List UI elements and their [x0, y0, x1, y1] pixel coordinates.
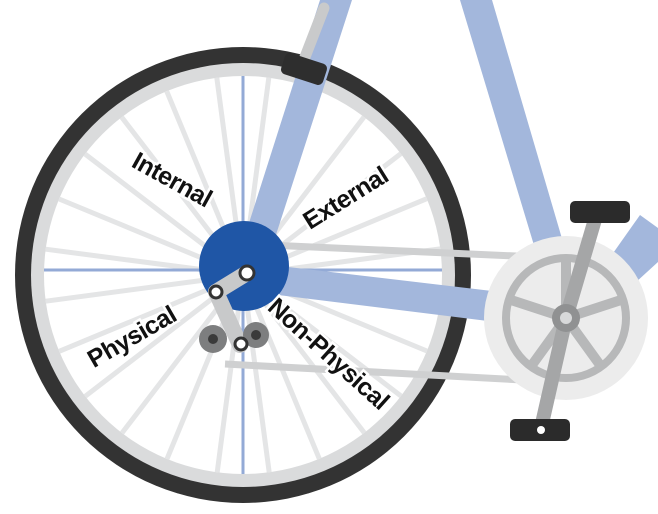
rear-derailleur: [199, 264, 269, 353]
brake-caliper: [280, 2, 330, 85]
crank-arms: [534, 209, 603, 435]
rear-wheel: [15, 47, 471, 503]
chain: [224, 240, 561, 386]
pedals: [510, 201, 630, 441]
top-pedal: [570, 201, 630, 223]
seat-tube: [460, 0, 580, 305]
